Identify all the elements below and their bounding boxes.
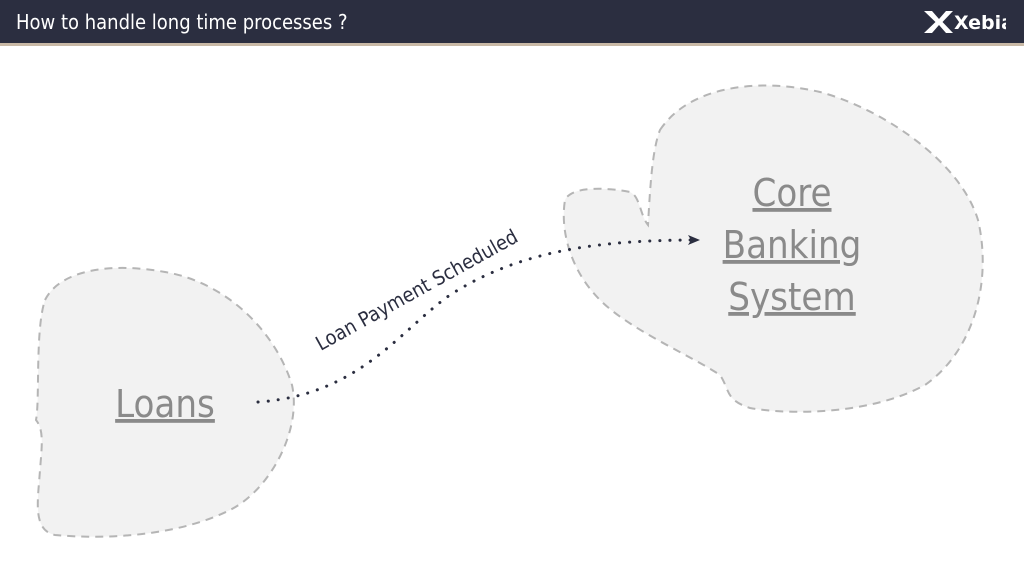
node-label-system: System	[728, 275, 856, 319]
loans-blob	[34, 266, 295, 538]
core-banking-blob	[562, 84, 984, 413]
node-label-core: Core	[752, 171, 831, 215]
node-label-loans: Loans	[115, 382, 215, 426]
node-label-banking: Banking	[723, 223, 862, 267]
slide-header: How to handle long time processes ? Xebi…	[0, 0, 1024, 46]
xebia-logo: Xebia	[924, 11, 1006, 34]
xebia-logo-text: Xebia	[954, 12, 1006, 34]
edge-label: Loan Payment Scheduled	[311, 224, 521, 355]
slide-title: How to handle long time processes ?	[16, 10, 348, 34]
xebia-logo-mark	[924, 11, 953, 33]
